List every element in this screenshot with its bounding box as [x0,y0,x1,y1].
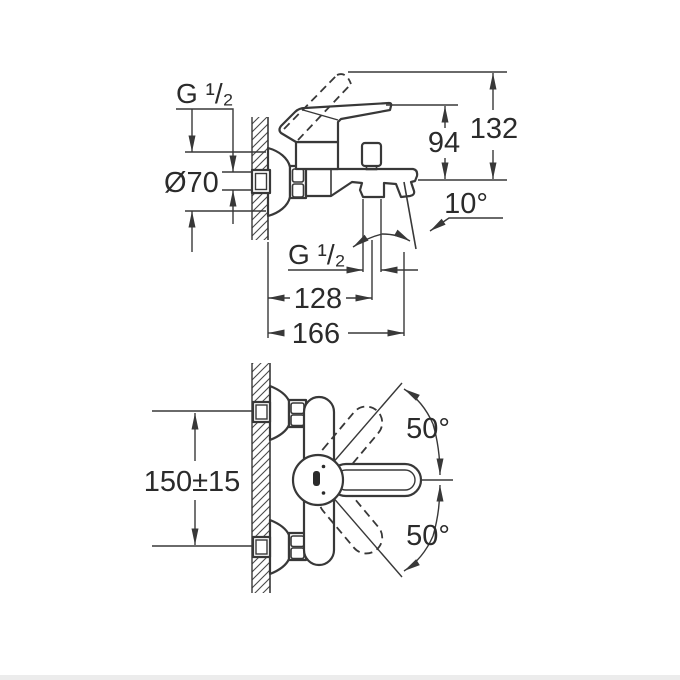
dim-132: 132 [470,73,518,179]
dim-label-10deg: 10° [444,188,488,220]
diverter-knob [360,141,383,171]
escutcheon-top [251,384,308,442]
dim-g-half-outlet: G ¹/₂ [288,239,418,274]
side-view: G ¹/₂ Ø70 94 132 [164,71,518,350]
dim-angle-10: 10° [352,181,503,336]
wall-section-front [251,363,271,593]
front-view: 50° 50° 150±15 [144,363,453,593]
dim-diameter-70: Ø70 [164,109,219,252]
dim-150: 150±15 [144,413,241,545]
cartridge-marks [313,464,326,495]
escutcheon [266,146,292,218]
connection-nut [288,164,308,200]
dim-label-g-half-outlet: G ¹/₂ [288,239,346,270]
dim-label-132: 132 [470,113,518,145]
dim-angle-50-upper: 50° [403,388,450,476]
cartridge-base [294,140,340,171]
dim-label-70: Ø70 [164,167,219,199]
dim-label-128: 128 [294,283,342,315]
dim-label-166: 166 [292,318,340,350]
faucet-body [304,167,419,199]
wall-union [250,168,272,195]
dim-angle-50-lower: 50° [403,484,450,572]
dim-label-94: 94 [428,127,460,159]
dim-label-g-half-top: G ¹/₂ [176,78,234,109]
dim-94: 94 [428,106,460,179]
bottom-edge-strip [0,675,680,680]
dim-label-50-upper: 50° [406,413,450,445]
dim-label-50-lower: 50° [406,520,450,552]
escutcheon-bottom [251,518,308,576]
dim-label-150: 150±15 [144,466,241,498]
dim-g-half-top: G ¹/₂ [176,78,237,224]
lever-raised-dashed [283,73,352,141]
dim-128: 128 [268,283,372,315]
dim-166: 166 [268,318,404,350]
lever-handle [278,101,393,144]
